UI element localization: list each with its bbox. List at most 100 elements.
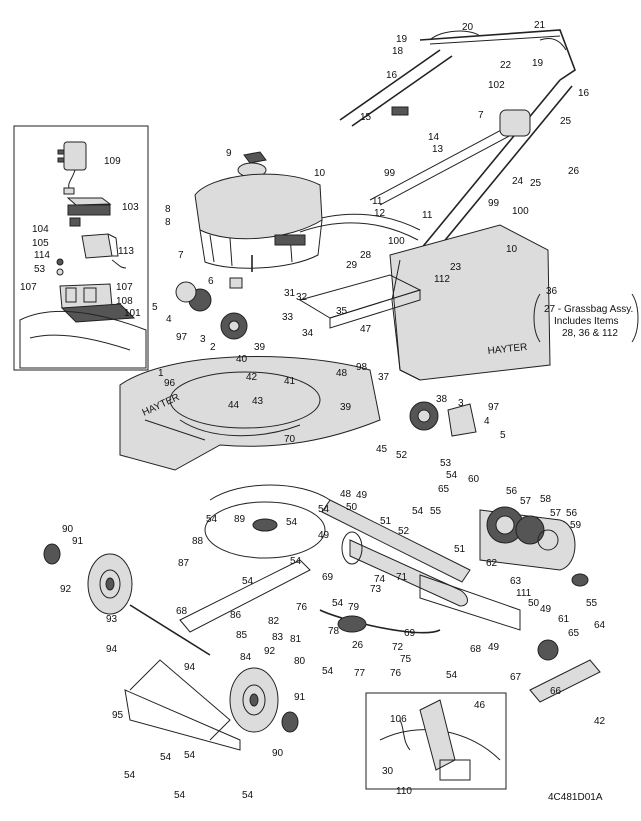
callout-label-53: 53 <box>440 458 452 469</box>
callout-label-79: 79 <box>348 602 360 613</box>
callout-label-114: 114 <box>34 250 50 261</box>
callout-label-57: 57 <box>520 496 532 507</box>
callout-label-34: 34 <box>302 328 314 339</box>
grassbag-note-line2: Includes Items <box>554 316 618 327</box>
callout-label-92: 92 <box>60 584 72 595</box>
callout-label-4: 4 <box>166 314 172 325</box>
callout-label-56: 56 <box>566 508 578 519</box>
callout-label-51: 51 <box>380 516 392 527</box>
callout-labels: 1 2 3 3 4 4 5 5 6 7 7 8 8 9 10 10 11 11 … <box>20 20 606 801</box>
callout-label-96: 96 <box>164 378 176 389</box>
callout-label-94: 94 <box>106 644 118 655</box>
callout-label-20: 20 <box>462 22 474 33</box>
callout-label-54: 54 <box>124 770 136 781</box>
callout-label-54: 54 <box>286 517 298 528</box>
wheels <box>43 543 299 733</box>
callout-label-38: 38 <box>436 394 448 405</box>
callout-label-5: 5 <box>152 302 158 313</box>
callout-label-30: 30 <box>382 766 394 777</box>
callout-label-59: 59 <box>570 520 582 531</box>
callout-label-97: 97 <box>488 402 500 413</box>
callout-label-43: 43 <box>252 396 264 407</box>
callout-label-19: 19 <box>532 58 544 69</box>
callout-label-41: 41 <box>284 376 296 387</box>
callout-label-6: 6 <box>208 276 214 287</box>
callout-label-84: 84 <box>240 652 252 663</box>
callout-label-71: 71 <box>396 572 408 583</box>
callout-label-101: 101 <box>124 308 141 319</box>
engine <box>194 151 323 289</box>
grassbag-note-line1: 27 - Grassbag Assy. <box>544 304 633 315</box>
callout-label-42: 42 <box>594 716 606 727</box>
drawing-code: 4C481D01A <box>548 792 603 803</box>
callout-label-9: 9 <box>226 148 232 159</box>
callout-label-37: 37 <box>378 372 390 383</box>
callout-label-78: 78 <box>328 626 340 637</box>
callout-label-47: 47 <box>360 324 372 335</box>
lever-detail-inset <box>365 692 507 790</box>
callout-label-54: 54 <box>242 576 254 587</box>
callout-label-107: 107 <box>116 282 133 293</box>
gear-set <box>175 281 601 703</box>
callout-label-29: 29 <box>346 260 358 271</box>
callout-label-35: 35 <box>336 306 348 317</box>
callout-label-48: 48 <box>336 368 348 379</box>
mower-deck: HAYTER <box>119 356 381 559</box>
callout-label-64: 64 <box>594 620 606 631</box>
callout-label-49: 49 <box>540 604 552 615</box>
callout-label-2: 2 <box>210 342 216 353</box>
callout-label-68: 68 <box>470 644 482 655</box>
callout-label-63: 63 <box>510 576 522 587</box>
callout-label-1: 1 <box>158 368 164 379</box>
callout-label-54: 54 <box>160 752 172 763</box>
callout-label-54: 54 <box>412 506 424 517</box>
callout-label-110: 110 <box>396 786 412 797</box>
callout-label-85: 85 <box>236 630 248 641</box>
callout-label-57: 57 <box>550 508 562 519</box>
callout-label-95: 95 <box>112 710 124 721</box>
callout-label-51: 51 <box>454 544 466 555</box>
callout-label-112: 112 <box>434 274 450 285</box>
callout-label-54: 54 <box>174 790 186 801</box>
callout-label-97: 97 <box>176 332 188 343</box>
callout-label-107: 107 <box>20 282 37 293</box>
callout-label-25: 25 <box>560 116 572 127</box>
callout-label-54: 54 <box>332 598 344 609</box>
callout-label-54: 54 <box>318 504 330 515</box>
callout-label-100: 100 <box>512 206 529 217</box>
callout-label-49: 49 <box>356 490 368 501</box>
callout-label-76: 76 <box>296 602 308 613</box>
chassis-and-rollers <box>124 499 521 751</box>
callout-label-99: 99 <box>384 168 396 179</box>
callout-label-7: 7 <box>178 250 184 261</box>
callout-label-11: 11 <box>422 210 433 221</box>
callout-label-39: 39 <box>340 402 352 413</box>
callout-label-7: 7 <box>478 110 484 121</box>
callout-label-23: 23 <box>450 262 462 273</box>
callout-label-66: 66 <box>550 686 562 697</box>
callout-label-44: 44 <box>228 400 240 411</box>
callout-label-45: 45 <box>376 444 388 455</box>
callout-label-90: 90 <box>62 524 74 535</box>
callout-label-54: 54 <box>242 790 254 801</box>
callout-label-4: 4 <box>484 416 490 427</box>
callout-label-19: 19 <box>396 34 408 45</box>
callout-label-54: 54 <box>446 670 458 681</box>
callout-label-88: 88 <box>192 536 204 547</box>
callout-label-3: 3 <box>200 334 206 345</box>
battery-charger-inset <box>13 125 149 371</box>
callout-label-5: 5 <box>500 430 506 441</box>
callout-label-54: 54 <box>206 514 218 525</box>
callout-label-106: 106 <box>390 714 407 725</box>
callout-label-104: 104 <box>32 224 49 235</box>
callout-label-48: 48 <box>340 489 352 500</box>
callout-label-54: 54 <box>184 750 196 761</box>
callout-label-80: 80 <box>294 656 306 667</box>
callout-label-67: 67 <box>510 672 522 683</box>
callout-label-31: 31 <box>284 288 296 299</box>
callout-label-16: 16 <box>386 70 398 81</box>
callout-label-65: 65 <box>568 628 580 639</box>
callout-label-111: 111 <box>516 588 532 599</box>
callout-label-55: 55 <box>586 598 598 609</box>
